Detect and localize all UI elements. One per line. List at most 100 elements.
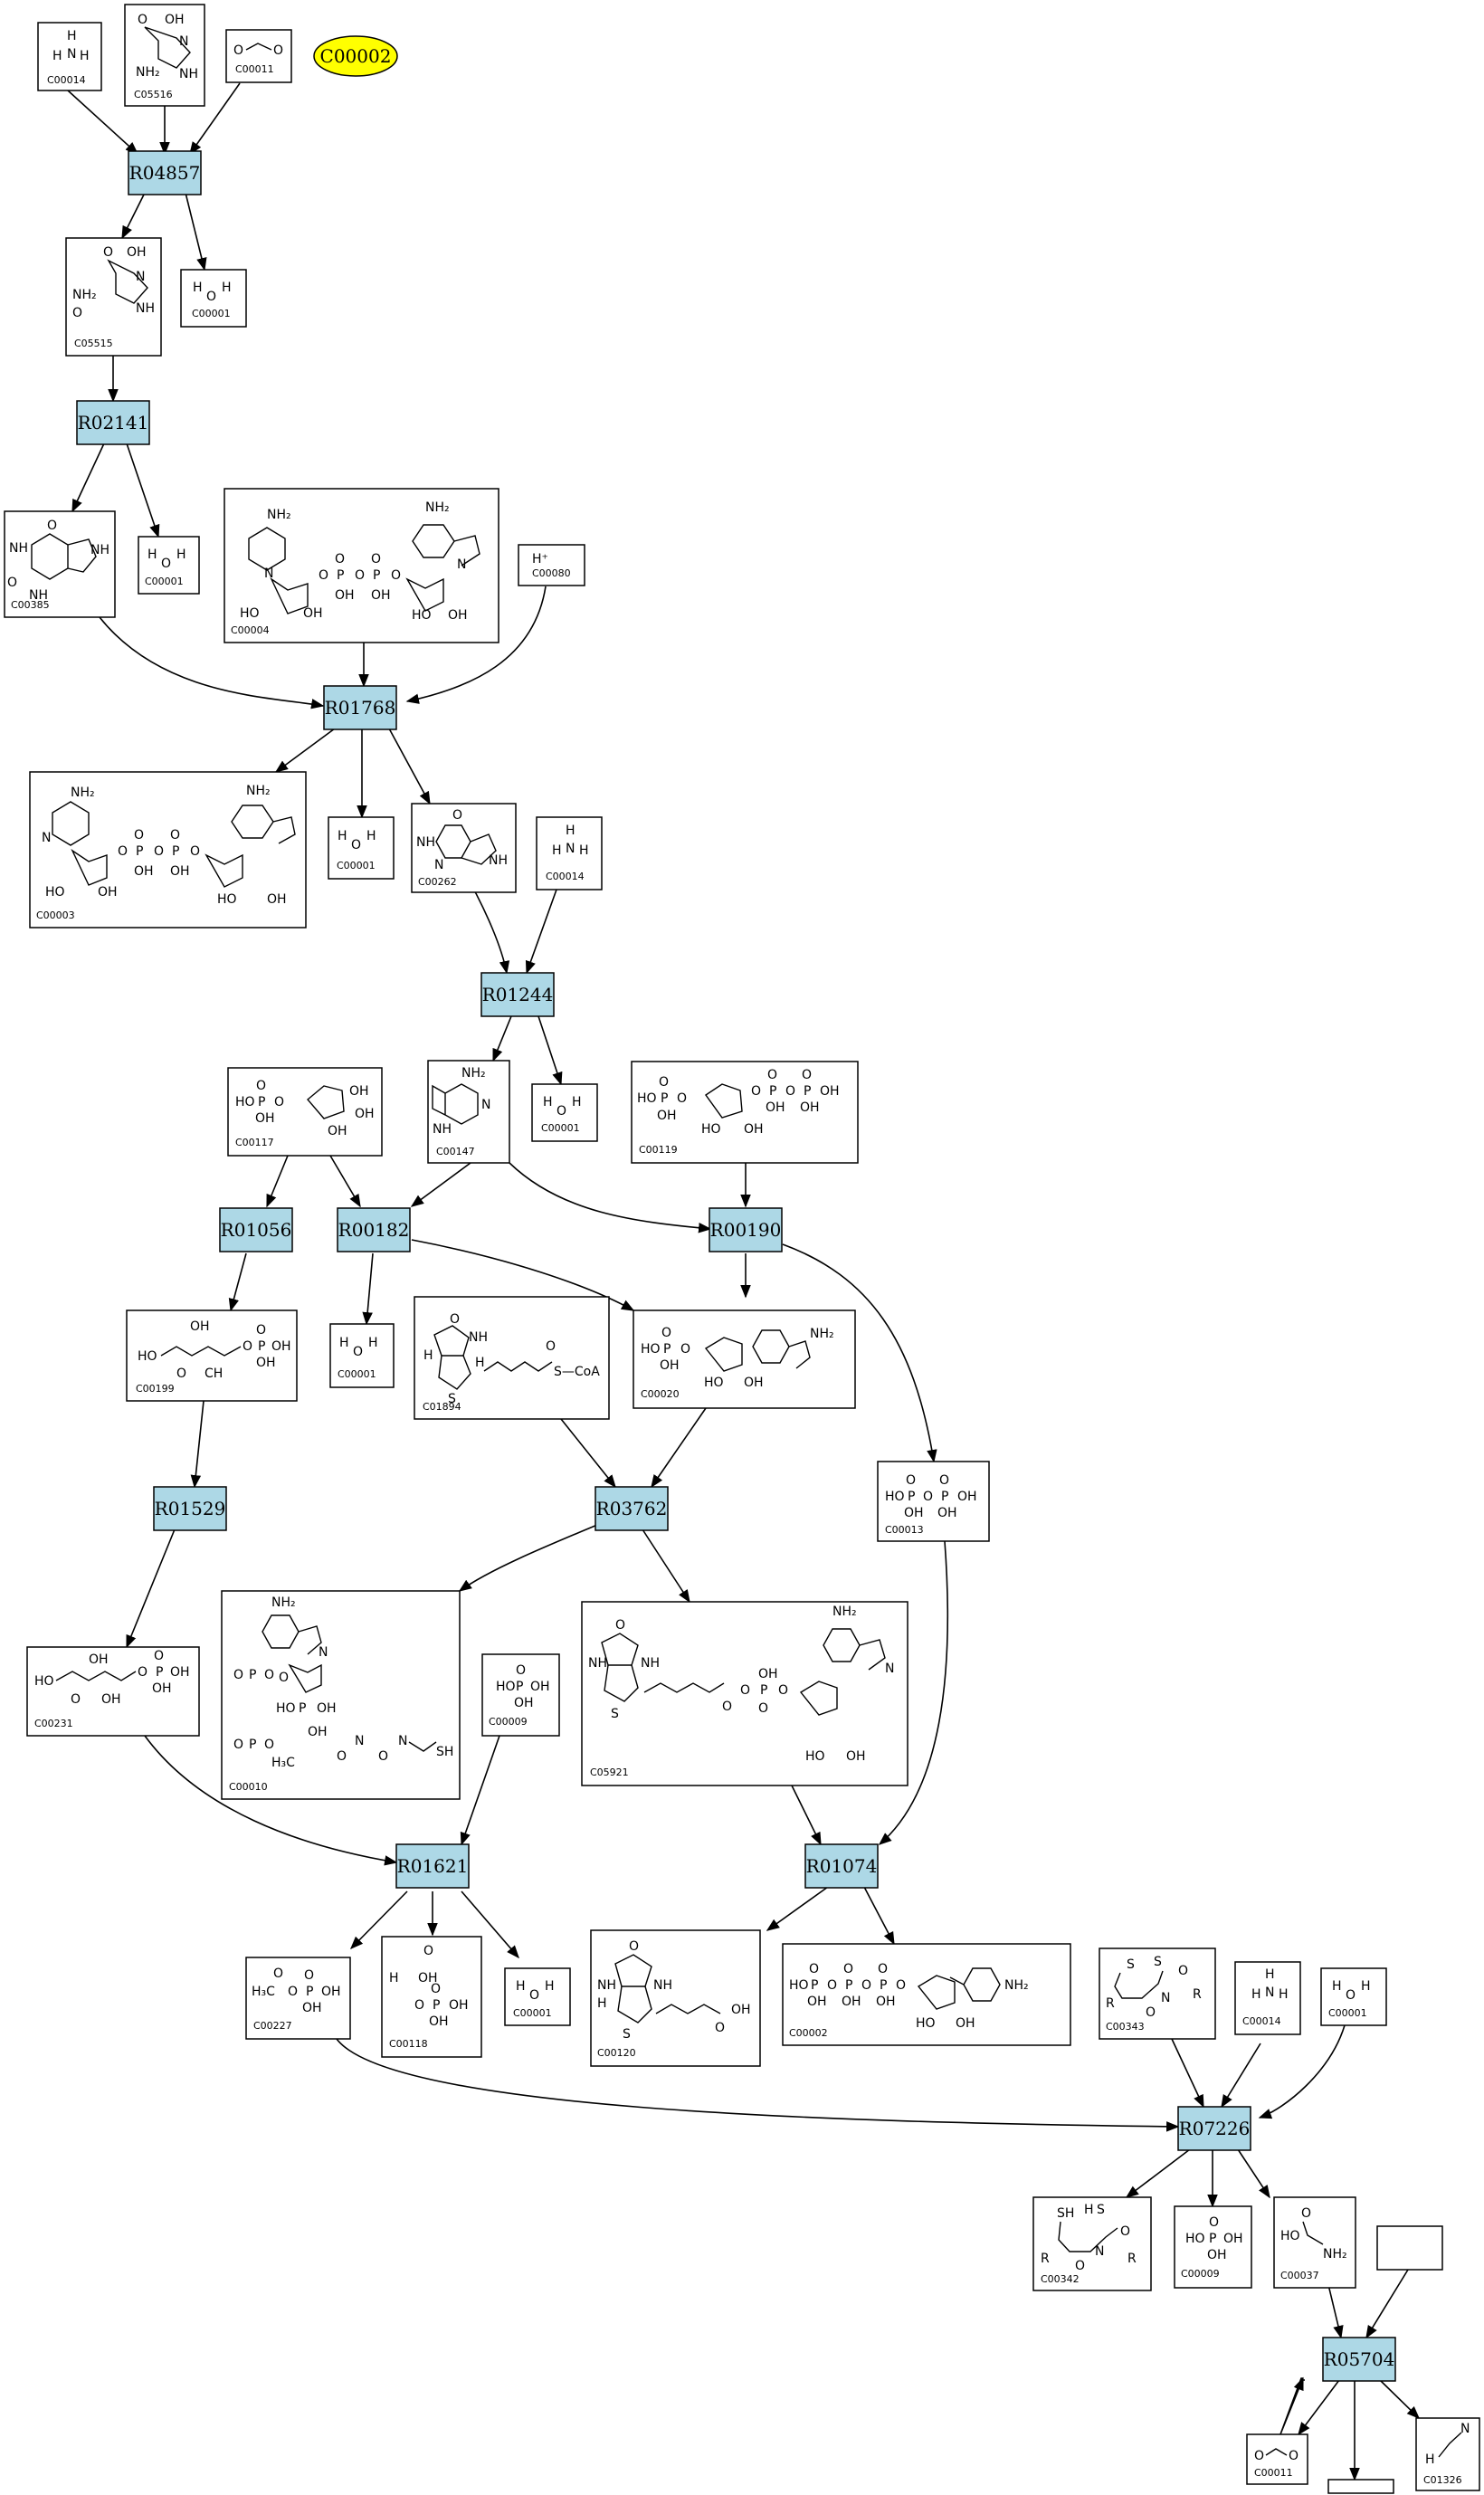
structure-atom-label: O bbox=[450, 1312, 460, 1327]
compound-node[interactable]: O OH N NH NH₂ O C05515 bbox=[65, 237, 162, 357]
structure-atom-label: O bbox=[896, 1978, 906, 1993]
structure-atom-label: P bbox=[136, 844, 143, 859]
compound-node[interactable]: O O C00011 bbox=[225, 29, 292, 83]
highlight-node[interactable]: C00002 bbox=[313, 35, 398, 77]
structure-atom-label: P bbox=[941, 1490, 948, 1504]
structure-atom-label: HO bbox=[34, 1674, 54, 1689]
structure-atom-label: HO bbox=[45, 885, 65, 900]
compound-node[interactable]: HO OH O OH O P O OH OH C00231 bbox=[26, 1646, 200, 1737]
compound-node[interactable]: O NH NH O NH C00385 bbox=[4, 510, 116, 618]
compound-node[interactable]: O P HO OH OH C00009 bbox=[1174, 2205, 1252, 2289]
structure-atom-label: H bbox=[572, 1095, 582, 1109]
compound-node[interactable]: H⁺ C00080 bbox=[518, 544, 585, 586]
structure-atom-label: H bbox=[1425, 2452, 1435, 2467]
compound-node[interactable]: SH H S R O N O R C00342 bbox=[1032, 2196, 1152, 2291]
structure-atom-label: NH bbox=[433, 1122, 452, 1137]
structure-atom-label: NH bbox=[9, 541, 28, 556]
structure-atom-label: N bbox=[1161, 1991, 1170, 2005]
compound-node[interactable]: NH₂ N HO OH O P O OH O P O OH O NH₂ N HO… bbox=[224, 488, 499, 643]
compound-node[interactable]: H N C01326 bbox=[1415, 2417, 1480, 2491]
structure-atom-label: OH bbox=[846, 1749, 866, 1764]
structure-atom-label: H bbox=[1251, 1987, 1261, 2002]
reaction-node[interactable]: R03762 bbox=[595, 1486, 669, 1531]
compound-node[interactable]: NH₂ N O P O O HO P OH O P O H₃C OH O N O… bbox=[221, 1590, 461, 1800]
reaction-node[interactable]: R01768 bbox=[323, 685, 397, 730]
compound-node[interactable]: H O H C00001 bbox=[180, 269, 247, 328]
structure-bond bbox=[144, 26, 191, 69]
compound-box bbox=[581, 1601, 908, 1786]
reaction-node[interactable]: R05704 bbox=[1322, 2337, 1396, 2382]
reaction-node[interactable]: R00182 bbox=[337, 1207, 411, 1252]
structure-atom-label: HO bbox=[701, 1122, 721, 1137]
structure-atom-label: OH bbox=[842, 1995, 861, 2009]
structure-atom-label: P bbox=[433, 1998, 440, 2013]
reaction-label: R00182 bbox=[338, 1219, 410, 1241]
compound-node[interactable]: HO OH O CH O P O OH OH C00199 bbox=[126, 1309, 298, 1402]
structure-atom-label: NH₂ bbox=[246, 784, 271, 798]
compound-label: C05516 bbox=[134, 89, 173, 100]
compound-node[interactable]: HO P O OH O HO OH O P O OH O P O OH OH C… bbox=[631, 1061, 859, 1164]
reaction-node[interactable]: R01621 bbox=[395, 1843, 470, 1889]
reaction-node[interactable]: R07226 bbox=[1177, 2106, 1251, 2151]
compound-node[interactable]: O NH NH S O O P OH O O HO OH NH₂ N C0592… bbox=[581, 1601, 908, 1786]
highlight-label: C00002 bbox=[320, 45, 392, 67]
structure-atom-label: N bbox=[355, 1734, 364, 1748]
structure-atom-label: O bbox=[161, 557, 171, 571]
compound-label: C00343 bbox=[1106, 2021, 1145, 2033]
reaction-label: R01529 bbox=[155, 1498, 226, 1519]
reaction-node[interactable]: R01529 bbox=[153, 1486, 227, 1531]
reaction-node[interactable]: R01056 bbox=[219, 1207, 293, 1252]
structure-atom-label: NH bbox=[416, 835, 435, 850]
compound-box bbox=[138, 536, 200, 595]
compound-node[interactable]: O NH NH N C00262 bbox=[411, 803, 517, 893]
reaction-node[interactable]: R00190 bbox=[709, 1207, 783, 1252]
compound-node[interactable]: HO P O OH O HO OH NH₂ C00020 bbox=[633, 1309, 856, 1409]
compound-node[interactable]: S S R O N O R C00343 bbox=[1099, 1947, 1216, 2040]
compound-node[interactable]: O HO NH₂ C00037 bbox=[1273, 2196, 1356, 2289]
compound-node[interactable]: H N H H C00014 bbox=[536, 816, 603, 890]
structure-atom-label: O bbox=[939, 1473, 949, 1488]
compound-node[interactable]: H O H C00001 bbox=[138, 536, 200, 595]
structure-atom-label: O bbox=[273, 43, 283, 58]
reaction-node[interactable]: R04857 bbox=[128, 150, 202, 195]
structure-atom-label: OH bbox=[255, 1111, 275, 1126]
structure-atom-label: HO bbox=[217, 892, 237, 907]
compound-node[interactable]: O NH NH H S O OH C00120 bbox=[590, 1929, 761, 2067]
compound-node[interactable]: NH₂ N NH C00147 bbox=[427, 1060, 510, 1164]
compound-node[interactable]: O NH H S H O S—CoA C01894 bbox=[414, 1296, 610, 1420]
compound-node[interactable]: HO P O OH O P O OH OH C00013 bbox=[877, 1461, 990, 1542]
structure-bond bbox=[604, 1664, 639, 1702]
compound-node[interactable]: H O H C00001 bbox=[329, 1323, 395, 1388]
compound-node[interactable]: O OH N NH NH₂ C05516 bbox=[124, 4, 205, 107]
reaction-node[interactable]: R01074 bbox=[804, 1843, 879, 1889]
structure-bond bbox=[438, 1355, 471, 1390]
highlight-ellipse bbox=[313, 35, 398, 77]
compound-node[interactable]: HO P O OH O OH OH OH C00117 bbox=[227, 1067, 383, 1157]
structure-atom-label: O bbox=[414, 1998, 424, 2013]
compound-node[interactable]: H₃C O O P O OH OH C00227 bbox=[245, 1957, 351, 2040]
compound-node[interactable] bbox=[1376, 2225, 1443, 2271]
reaction-node[interactable]: R01244 bbox=[480, 972, 555, 1017]
structure-bond bbox=[704, 1337, 743, 1372]
compound-node[interactable] bbox=[1327, 2479, 1394, 2494]
structure-atom-label: OH bbox=[170, 864, 190, 879]
structure-atom-label: P bbox=[299, 1701, 306, 1716]
reaction-node[interactable]: R02141 bbox=[76, 400, 150, 445]
structure-atom-label: P bbox=[156, 1665, 163, 1680]
compound-node[interactable]: NH₂ N HO OH O P O OH O P O OH O NH₂ HO O… bbox=[29, 771, 307, 928]
compound-node[interactable]: H O H C00001 bbox=[328, 816, 395, 880]
compound-node[interactable]: H O H C00001 bbox=[531, 1083, 598, 1142]
compound-node[interactable]: H N H H C00014 bbox=[1234, 1961, 1301, 2035]
structure-atom-label: O bbox=[264, 1738, 274, 1752]
compound-node[interactable]: H O H C00001 bbox=[504, 1967, 571, 2026]
compound-node[interactable]: O O C00011 bbox=[1246, 2433, 1308, 2485]
structure-atom-label: O bbox=[758, 1701, 768, 1716]
reaction-label: R00190 bbox=[710, 1219, 782, 1241]
compound-node[interactable]: H O H C00001 bbox=[1320, 1967, 1387, 2026]
compound-node[interactable]: H N H H C00014 bbox=[37, 22, 102, 91]
compound-node[interactable]: O H OH O P O OH OH C00118 bbox=[381, 1936, 482, 2058]
structure-atom-label: O bbox=[1075, 2259, 1085, 2273]
compound-node[interactable]: HO P O OH O P O OH O P O OH O HO OH NH₂ … bbox=[782, 1943, 1071, 2046]
compound-node[interactable]: O P HO OH OH C00009 bbox=[481, 1653, 560, 1737]
edge bbox=[1237, 2148, 1270, 2199]
